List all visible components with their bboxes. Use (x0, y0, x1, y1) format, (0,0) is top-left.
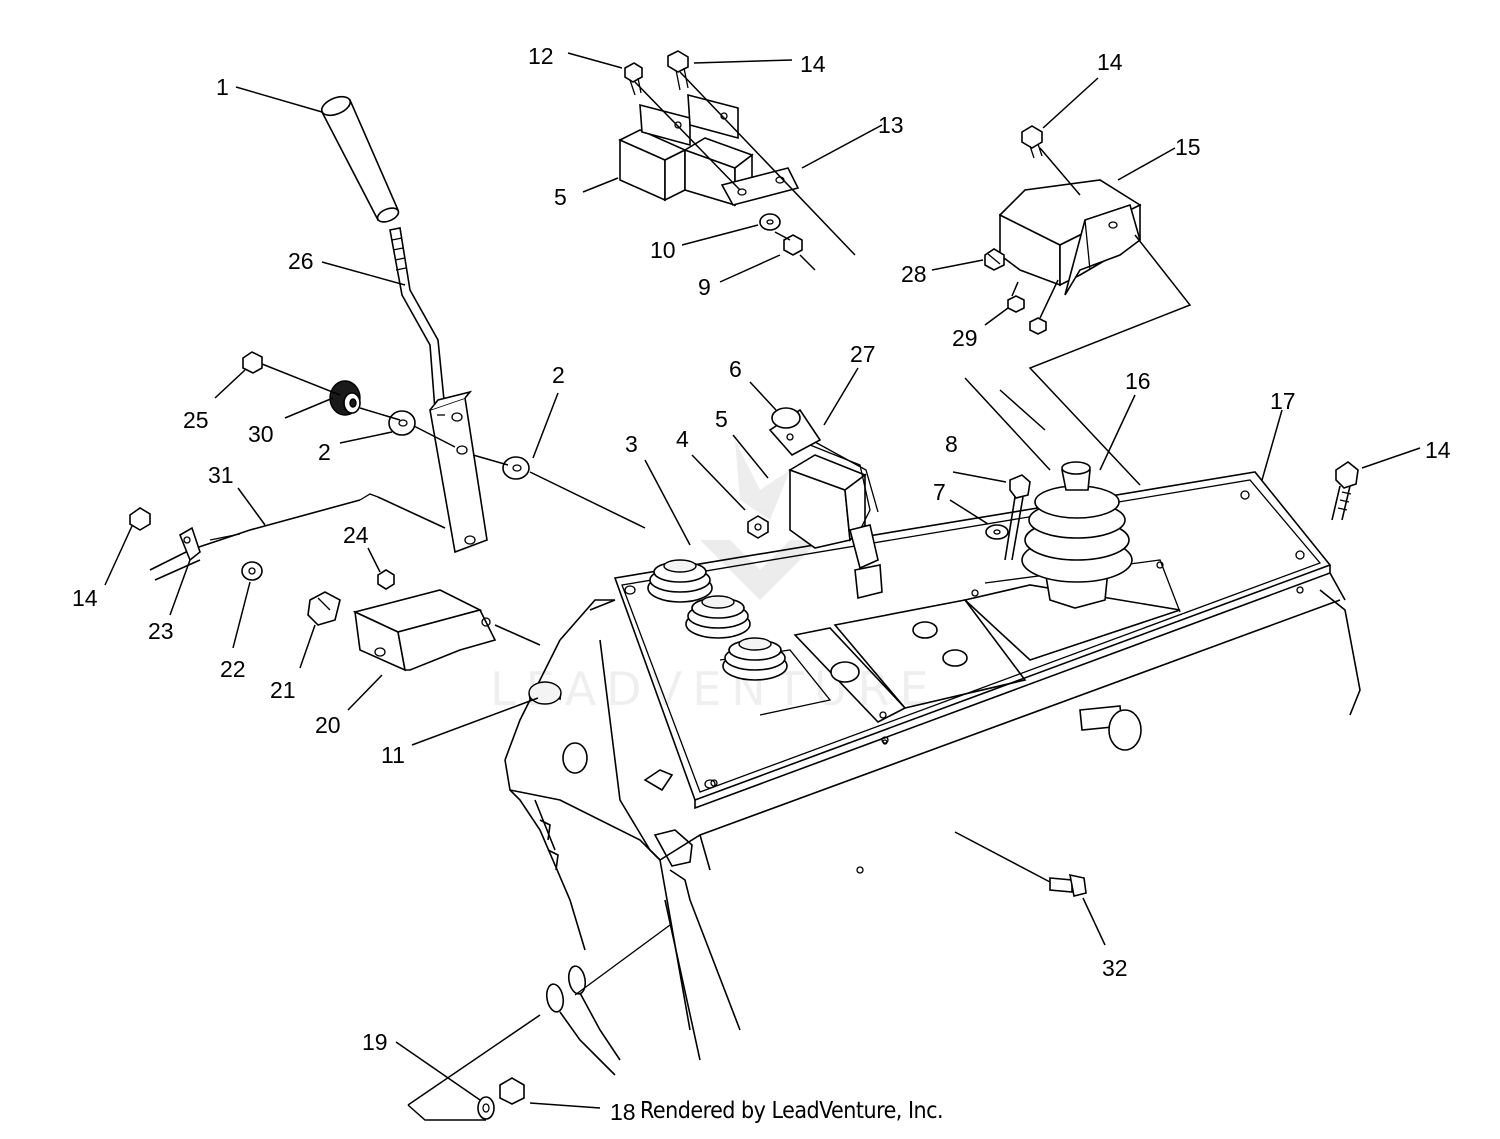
console-frame (504, 471, 1361, 1061)
part-24-nut (377, 569, 395, 590)
part-10-washer (759, 213, 781, 231)
callout-5-top: 5 (554, 184, 567, 210)
callout-12: 12 (528, 43, 554, 69)
callout-labels: 1 2 2 3 4 5 5 6 7 8 9 10 11 12 13 14 14 … (72, 43, 1451, 1125)
part-12-screw (624, 62, 643, 96)
callout-31: 31 (208, 462, 234, 488)
callout-17: 17 (1270, 388, 1296, 414)
callout-5-middle: 5 (715, 406, 728, 432)
callout-29: 29 (952, 325, 978, 351)
callout-3: 3 (625, 431, 638, 457)
part-14-bolt-right (1331, 461, 1359, 521)
part-8-bolt (1004, 474, 1031, 561)
part-2-washer-left (388, 410, 416, 436)
part-22-lockwasher (241, 561, 263, 581)
part-29-nuts (1007, 295, 1047, 335)
assembly-line-16 (964, 377, 1051, 471)
part-4-nut (747, 515, 769, 539)
callout-13: 13 (878, 112, 904, 138)
callout-26: 26 (288, 248, 314, 274)
callout-16: 16 (1125, 368, 1151, 394)
part-1-handle-knob (320, 95, 400, 223)
callout-2-left: 2 (318, 439, 331, 465)
callout-11: 11 (381, 742, 405, 768)
assembly-line-lever (261, 363, 646, 529)
callout-27: 27 (850, 341, 876, 367)
callout-14-right: 14 (1425, 437, 1451, 463)
callout-24: 24 (343, 522, 369, 548)
knob (1079, 705, 1142, 751)
part-2-washer-right (502, 456, 530, 480)
part-3-boots (647, 559, 788, 681)
part-14-bolt-left (129, 507, 151, 531)
callout-32: 32 (1102, 955, 1128, 981)
callout-30: 30 (248, 421, 274, 447)
part-28-nut (984, 248, 1005, 271)
part-27-relay-harness (768, 407, 883, 599)
assembly-line-top (634, 71, 856, 271)
part-7-washer (985, 524, 1009, 540)
assembly-line-bottom (407, 1014, 541, 1121)
callout-2-right: 2 (552, 362, 565, 388)
callout-19: 19 (362, 1029, 388, 1055)
callout-7: 7 (933, 479, 946, 505)
assembly-line-right (1011, 147, 1192, 486)
callout-leaders (104, 52, 1421, 1109)
part-31-cable (149, 493, 446, 581)
part-harness-rings (545, 924, 671, 1076)
callout-1: 1 (216, 74, 229, 100)
part-15-relay-box (998, 179, 1142, 296)
part-19-lockwasher (477, 1096, 495, 1120)
callout-15: 15 (1175, 134, 1201, 160)
part-25-nut (242, 351, 263, 374)
part-14-screw-top (667, 50, 689, 91)
callout-23: 23 (148, 618, 174, 644)
callout-18: 18 (610, 1099, 636, 1125)
callout-14-upper-right: 14 (1097, 49, 1123, 75)
part-23-clamp (179, 526, 201, 562)
callout-21: 21 (270, 677, 296, 703)
render-credit: Rendered by LeadVenture, Inc. (640, 1098, 944, 1124)
callout-9: 9 (698, 274, 711, 300)
callout-10: 10 (650, 237, 676, 263)
part-18-nut (499, 1077, 525, 1105)
callout-14-top: 14 (800, 51, 826, 77)
callout-28: 28 (901, 261, 927, 287)
part-30-bushing (329, 380, 361, 416)
callout-14-left: 14 (72, 585, 98, 611)
part-26-lever (389, 227, 488, 554)
callout-20: 20 (315, 712, 341, 738)
callout-25: 25 (183, 407, 209, 433)
callout-4: 4 (676, 426, 689, 452)
callout-6: 6 (729, 356, 742, 382)
callout-22: 22 (220, 656, 246, 682)
part-11-plug (528, 681, 562, 705)
part-20-bracket (352, 589, 541, 672)
watermark-logo (700, 440, 820, 600)
part-16-large-boot (1021, 461, 1133, 609)
callout-8: 8 (945, 431, 958, 457)
part-14-screw-15 (1021, 125, 1043, 159)
part-32-bolt (954, 831, 1087, 897)
part-21-clip (307, 591, 341, 626)
